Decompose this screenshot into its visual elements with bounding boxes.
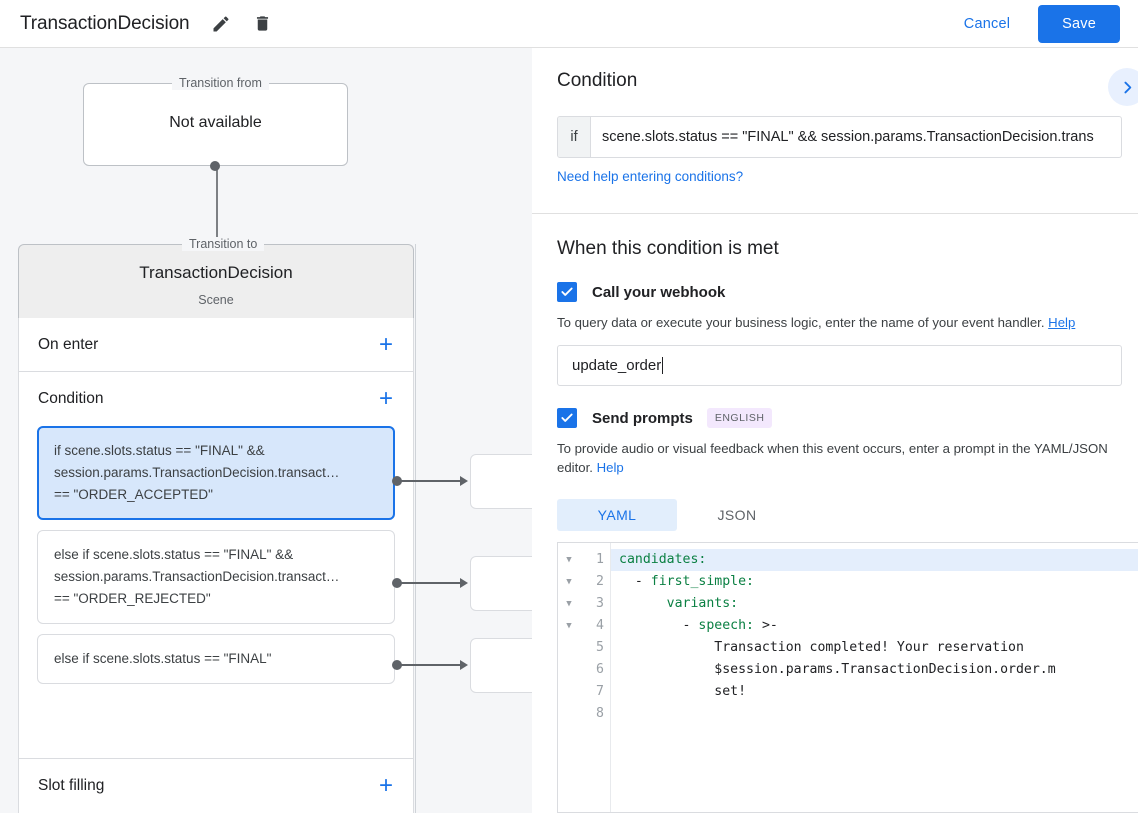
editor-fold-gutter: ▼ ▼ ▼ ▼ xyxy=(558,543,580,812)
condition-section-title: Condition xyxy=(557,70,638,91)
line-number: 7 xyxy=(596,684,604,699)
edge-arrow-3 xyxy=(460,660,468,670)
edge-arrow-1 xyxy=(460,476,468,486)
section-condition: Condition + if scene.slots.status == "FI… xyxy=(18,372,414,759)
edge-dot-1 xyxy=(392,476,402,486)
webhook-help-prefix: To query data or execute your business l… xyxy=(557,315,1049,330)
yaml-editor[interactable]: ▼ ▼ ▼ ▼ 1 2 3 4 5 6 7 8 candidates: - fi… xyxy=(557,542,1138,813)
fold-arrow-1[interactable]: ▼ xyxy=(566,555,572,565)
page-title: TransactionDecision xyxy=(20,12,190,34)
when-condition-met-section: When this condition is met Call your web… xyxy=(532,214,1138,531)
code-line: $session.params.TransactionDecision.orde… xyxy=(619,662,1056,677)
editor-line-numbers: 1 2 3 4 5 6 7 8 xyxy=(580,543,610,812)
code-line: set! xyxy=(619,684,747,699)
text-caret xyxy=(662,357,664,374)
send-prompts-row[interactable]: Send prompts ENGLISH xyxy=(557,408,1122,428)
trash-icon[interactable] xyxy=(252,13,274,35)
section-title-slot-filling: Slot filling xyxy=(38,777,105,794)
send-prompts-checkbox[interactable] xyxy=(557,408,577,428)
section-slot-filling: Slot filling + Slot validation xyxy=(18,759,414,813)
code-line: variants: xyxy=(666,596,739,611)
transition-from-legend: Transition from xyxy=(172,76,269,90)
edge-line-3 xyxy=(400,664,462,666)
connector-dot xyxy=(210,161,220,171)
condition-if-row[interactable]: if scene.slots.status == "FINAL" && sess… xyxy=(557,116,1122,158)
line-number: 4 xyxy=(596,618,604,633)
condition-card-final[interactable]: else if scene.slots.status == "FINAL" xyxy=(37,634,395,684)
transition-to-subtitle: Scene xyxy=(198,293,234,307)
prompts-help-text: To provide audio or visual feedback when… xyxy=(557,439,1109,477)
code-line: - speech: >- xyxy=(619,618,778,633)
code-line: candidates: xyxy=(611,549,1138,571)
add-condition-button[interactable]: + xyxy=(378,385,393,412)
language-badge: ENGLISH xyxy=(706,408,773,428)
fold-arrow-4[interactable]: ▼ xyxy=(566,621,572,631)
line-number: 5 xyxy=(596,640,604,655)
top-app-bar: TransactionDecision Cancel Save xyxy=(0,0,1138,48)
edge-line-2 xyxy=(400,582,462,584)
prompts-help-prefix: To provide audio or visual feedback when… xyxy=(557,441,1108,475)
condition-card-rejected[interactable]: else if scene.slots.status == "FINAL" &&… xyxy=(37,530,395,624)
target-node-2[interactable] xyxy=(470,556,532,611)
if-prefix-label: if xyxy=(558,117,591,157)
target-node-3[interactable] xyxy=(470,638,532,693)
condition-expression-input[interactable]: scene.slots.status == "FINAL" && session… xyxy=(602,129,1094,145)
code-line: Transaction completed! Your reservation xyxy=(619,640,1024,655)
line-number: 2 xyxy=(596,574,604,589)
tab-json[interactable]: JSON xyxy=(717,507,757,523)
edge-line-1 xyxy=(400,480,462,482)
code-line: - first_simple: xyxy=(619,574,754,589)
condition-editor-section: Condition if scene.slots.status == "FINA… xyxy=(532,48,1138,214)
call-webhook-checkbox[interactable] xyxy=(557,282,577,302)
webhook-help-link[interactable]: Help xyxy=(1048,315,1076,330)
webhook-handler-input[interactable]: update_order xyxy=(557,345,1122,386)
chevron-right-icon[interactable] xyxy=(1108,68,1138,106)
section-title-on-enter: On enter xyxy=(38,336,99,353)
line-number: 8 xyxy=(596,706,604,721)
graph-rail xyxy=(415,244,416,813)
cancel-button[interactable]: Cancel xyxy=(950,7,1024,41)
transition-to-box: Transition to TransactionDecision Scene xyxy=(18,237,414,318)
when-condition-met-title: When this condition is met xyxy=(557,238,779,259)
code-line xyxy=(611,703,1138,725)
edge-dot-2 xyxy=(392,578,402,588)
tab-yaml[interactable]: YAML xyxy=(557,499,677,531)
fold-arrow-3[interactable]: ▼ xyxy=(566,599,572,609)
need-help-link[interactable]: Need help entering conditions? xyxy=(557,169,744,184)
transition-from-box: Transition from Not available xyxy=(83,76,348,166)
call-webhook-label: Call your webhook xyxy=(592,283,726,301)
condition-card-accepted[interactable]: if scene.slots.status == "FINAL" && sess… xyxy=(37,426,395,520)
prompts-help-link[interactable]: Help xyxy=(596,460,624,475)
add-slot-filling-button[interactable]: + xyxy=(378,772,393,799)
add-on-enter-button[interactable]: + xyxy=(378,331,393,358)
editor-code-area[interactable]: candidates: - first_simple: variants: - … xyxy=(610,543,1138,812)
fold-arrow-2[interactable]: ▼ xyxy=(566,577,572,587)
transition-to-legend: Transition to xyxy=(182,237,265,251)
scene-graph-canvas[interactable]: Transition from Not available Transition… xyxy=(0,48,532,813)
transition-from-value: Not available xyxy=(169,114,262,131)
webhook-handler-value: update_order xyxy=(572,357,662,374)
line-number: 3 xyxy=(596,596,604,611)
edge-arrow-2 xyxy=(460,578,468,588)
target-node-1[interactable] xyxy=(470,454,532,509)
editor-format-tabs: YAML JSON xyxy=(557,499,1122,531)
top-bar-actions: Cancel Save xyxy=(950,4,1120,43)
section-title-condition: Condition xyxy=(38,390,104,407)
pencil-icon[interactable] xyxy=(210,13,232,35)
call-webhook-row[interactable]: Call your webhook xyxy=(557,282,1122,302)
send-prompts-label: Send prompts xyxy=(592,409,693,427)
section-on-enter: On enter + xyxy=(18,318,414,372)
line-number: 1 xyxy=(596,552,604,567)
save-button[interactable]: Save xyxy=(1038,4,1120,43)
edge-dot-3 xyxy=(392,660,402,670)
line-number: 6 xyxy=(596,662,604,677)
transition-to-name: TransactionDecision xyxy=(139,263,293,282)
webhook-help-text: To query data or execute your business l… xyxy=(557,313,1117,332)
